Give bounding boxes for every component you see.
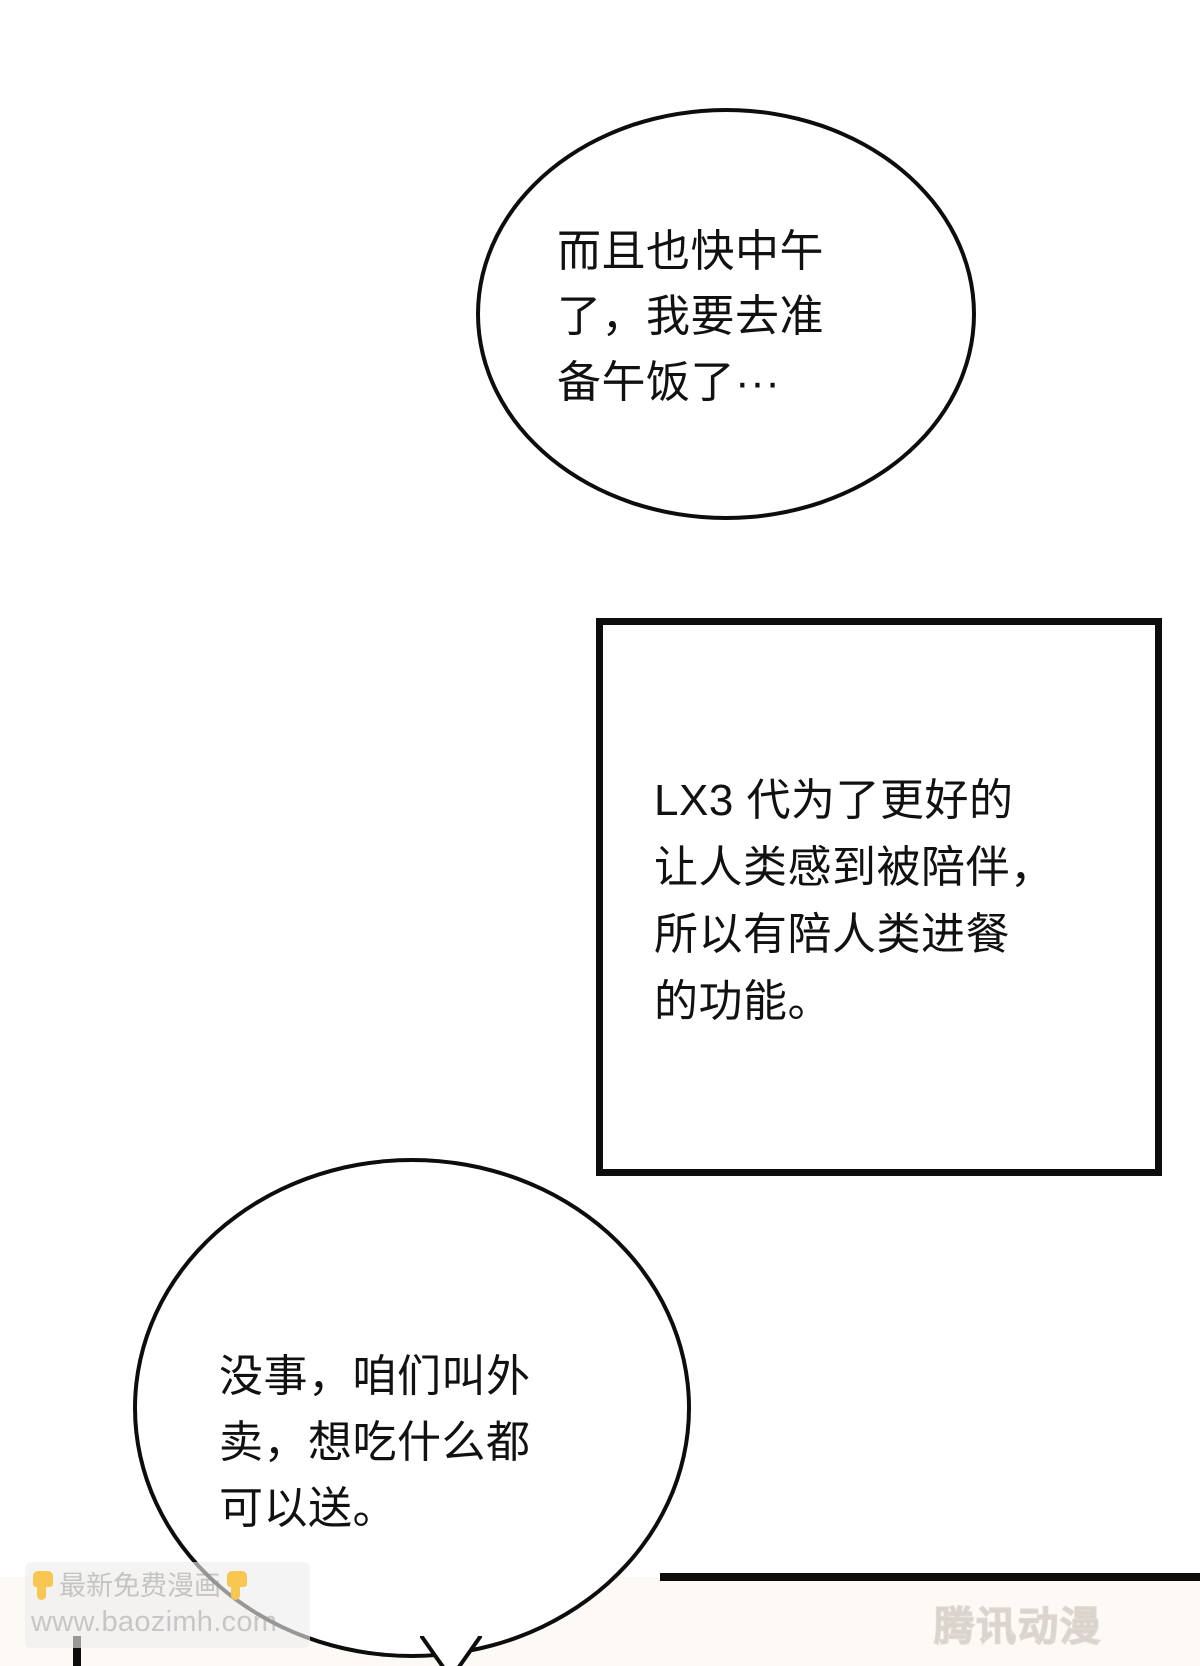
watermark-promo-text: 最新免费漫画 [59,1570,221,1601]
watermark-promo-row: 最新免费漫画 [31,1571,304,1601]
narration-box-middle: LX3 代为了更好的 让人类感到被陪伴， 所以有陪人类进餐 的功能。 [596,618,1162,1176]
speech-bubble-top-text: 而且也快中午 了，我要去准 备午饭了··· [557,227,824,407]
point-down-hand-icon-left [31,1571,55,1601]
speech-bubble-bottom-text: 没事，咱们叫外 卖，想吃什么都 可以送。 [219,1352,531,1533]
panel-divider-horizontal [660,1573,1200,1581]
watermark-url-text: www.baozimh.com [31,1606,278,1638]
narration-box-middle-text: LX3 代为了更好的 让人类感到被陪伴， 所以有陪人类进餐 的功能。 [654,776,1055,1026]
point-down-hand-icon-right [225,1571,249,1601]
panel-divider-vertical [73,1636,81,1666]
watermark-tencent-comics: 腾讯动漫 [933,1603,1102,1651]
speech-bubble-top: 而且也快中午 了，我要去准 备午饭了··· [476,108,976,520]
watermark-baozimh: 最新免费漫画 www.baozimh.com [25,1562,310,1648]
speech-bubble-bottom-tail [418,1636,486,1666]
